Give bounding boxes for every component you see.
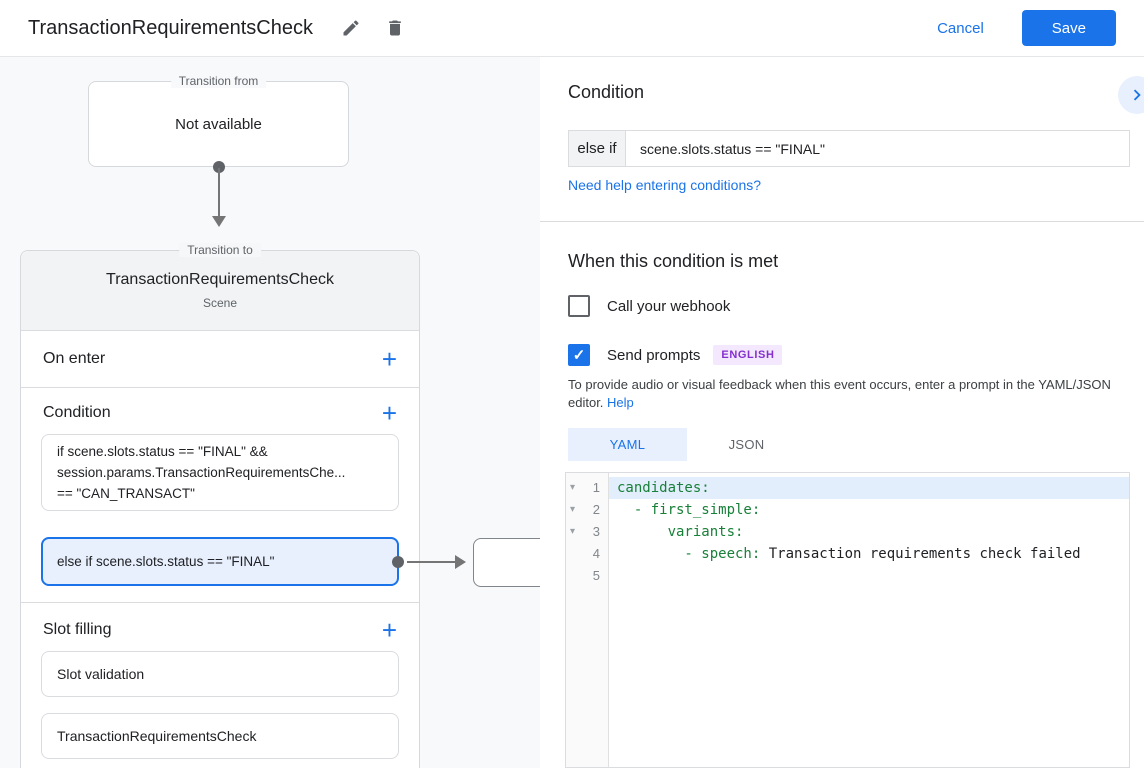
on-enter-label: On enter bbox=[43, 350, 106, 367]
line-number: 1 bbox=[592, 480, 600, 495]
transition-from-value: Not available bbox=[175, 115, 262, 133]
code-token: Transaction requirements check failed bbox=[760, 546, 1081, 562]
edit-scene-button[interactable] bbox=[339, 16, 363, 40]
add-slot-button[interactable]: + bbox=[381, 615, 397, 645]
delete-scene-button[interactable] bbox=[383, 16, 407, 40]
check-icon: ✓ bbox=[572, 347, 586, 364]
slot-transaction-item[interactable]: TransactionRequirementsCheck bbox=[41, 713, 399, 759]
code-token: - first_simple: bbox=[617, 502, 761, 518]
transition-from-label: Transition from bbox=[170, 74, 267, 88]
panel-title: Condition bbox=[568, 82, 645, 102]
add-condition-button[interactable]: + bbox=[381, 398, 397, 428]
code-line bbox=[609, 565, 1129, 587]
editor-tabs: YAML JSON bbox=[568, 428, 806, 461]
scene-card-title: TransactionRequirementsCheck bbox=[106, 271, 334, 288]
scene-card-header[interactable]: TransactionRequirementsCheck Scene bbox=[21, 251, 419, 331]
slot-filling-label: Slot filling bbox=[43, 621, 112, 638]
scene-card-subtitle: Scene bbox=[202, 296, 238, 310]
code-token: variants: bbox=[617, 524, 744, 540]
on-enter-row: On enter + bbox=[21, 331, 419, 388]
condition-section: Condition + if scene.slots.status == "FI… bbox=[21, 388, 419, 603]
send-prompts-checkbox[interactable]: ✓ bbox=[568, 344, 590, 366]
prompt-description-text: To provide audio or visual feedback when… bbox=[568, 377, 1111, 410]
collapse-icon[interactable]: ▾ bbox=[570, 526, 576, 537]
connector-dot bbox=[213, 161, 225, 173]
condition-item-selected[interactable]: else if scene.slots.status == "FINAL" bbox=[41, 537, 404, 586]
slot-validation-item[interactable]: Slot validation bbox=[41, 651, 399, 697]
transition-from-node: Transition from Not available bbox=[88, 74, 349, 167]
webhook-row: Call your webhook bbox=[568, 295, 730, 317]
condition-section-label: Condition bbox=[43, 404, 111, 421]
add-on-enter-button[interactable]: + bbox=[381, 344, 397, 374]
line-number: 3 bbox=[592, 524, 600, 539]
collapse-icon[interactable]: ▾ bbox=[570, 504, 576, 515]
send-prompts-label: Send prompts bbox=[607, 346, 701, 364]
page-title: TransactionRequirementsCheck bbox=[28, 16, 313, 39]
line-number: 5 bbox=[592, 568, 600, 583]
call-webhook-label: Call your webhook bbox=[607, 297, 731, 315]
collapse-panel-button[interactable] bbox=[1118, 76, 1144, 114]
tab-yaml[interactable]: YAML bbox=[568, 428, 687, 461]
top-bar: TransactionRequirementsCheck Cancel Save bbox=[0, 0, 1144, 57]
pencil-icon bbox=[341, 18, 361, 38]
when-condition-met-title: When this condition is met bbox=[568, 251, 779, 271]
prompt-description: To provide audio or visual feedback when… bbox=[568, 376, 1144, 411]
slot-filling-section: Slot filling + Slot validation Transacti… bbox=[21, 603, 419, 768]
code-line: - speech: Transaction requirements check… bbox=[609, 543, 1129, 565]
condition-item-line: if scene.slots.status == "FINAL" && bbox=[57, 444, 268, 459]
scene-card: Transition to TransactionRequirementsChe… bbox=[20, 243, 420, 768]
editor-code-area[interactable]: candidates: - first_simple: variants: - … bbox=[609, 473, 1129, 767]
code-token: candidates: bbox=[617, 480, 710, 496]
condition-item-text: else if scene.slots.status == "FINAL" bbox=[57, 554, 275, 569]
code-token: - speech: bbox=[617, 546, 761, 562]
scene-flow-canvas: Transition from Not available Transition… bbox=[0, 57, 540, 768]
line-number: 2 bbox=[592, 502, 600, 517]
condition-expression-input[interactable]: scene.slots.status == "FINAL" bbox=[626, 130, 1130, 167]
condition-detail-panel: Condition else if scene.slots.status == … bbox=[540, 57, 1144, 768]
connector-dot bbox=[392, 555, 404, 568]
arrow-right-icon bbox=[455, 555, 466, 569]
collapse-icon[interactable]: ▾ bbox=[570, 482, 576, 493]
section-divider bbox=[540, 221, 1144, 222]
connector-line-vertical bbox=[218, 168, 220, 217]
cancel-button[interactable]: Cancel bbox=[937, 19, 984, 37]
conditions-help-link[interactable]: Need help entering conditions? bbox=[568, 177, 762, 193]
call-webhook-checkbox[interactable] bbox=[568, 295, 590, 317]
tab-json[interactable]: JSON bbox=[687, 428, 806, 461]
condition-item-line: == "CAN_TRANSACT" bbox=[57, 486, 195, 501]
save-button[interactable]: Save bbox=[1021, 10, 1116, 46]
language-badge: ENGLISH bbox=[713, 345, 783, 365]
code-line: candidates: bbox=[609, 477, 1129, 499]
transition-to-label: Transition to bbox=[179, 243, 261, 257]
code-line: variants: bbox=[609, 521, 1129, 543]
editor-gutter: ▾ 1 ▾ 2 ▾ 3 4 5 bbox=[566, 473, 609, 767]
line-number: 4 bbox=[592, 546, 600, 561]
code-line: - first_simple: bbox=[609, 499, 1129, 521]
yaml-code-editor[interactable]: ▾ 1 ▾ 2 ▾ 3 4 5 candidates: - first_simple:… bbox=[565, 472, 1130, 768]
chevron-right-icon bbox=[1126, 84, 1144, 106]
arrow-down-icon bbox=[212, 216, 226, 227]
condition-item-line: session.params.TransactionRequirementsCh… bbox=[57, 465, 346, 480]
help-link[interactable]: Help bbox=[607, 394, 634, 410]
condition-item[interactable]: if scene.slots.status == "FINAL" && sess… bbox=[41, 434, 399, 511]
transition-target-node[interactable] bbox=[473, 538, 540, 587]
send-prompts-row: ✓ Send prompts ENGLISH bbox=[568, 344, 783, 366]
trash-icon bbox=[385, 18, 405, 38]
connector-line-horizontal bbox=[407, 561, 457, 563]
condition-expression-row: else if scene.slots.status == "FINAL" bbox=[568, 130, 1130, 167]
else-if-prefix: else if bbox=[568, 130, 626, 167]
